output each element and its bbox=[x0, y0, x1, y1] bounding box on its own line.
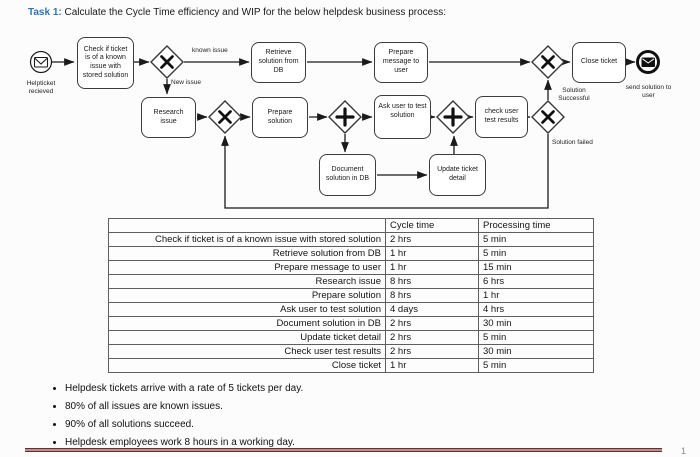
task-ask-user-test: Ask user to test solution bbox=[374, 95, 431, 139]
assumption-known-issues: 80% of all issues are known issues. bbox=[65, 398, 625, 416]
table-cell-cycle-time: 8 hrs bbox=[385, 274, 479, 289]
table-cell-task: Prepare solution bbox=[108, 288, 386, 303]
edge-label-known-issue: known issue bbox=[192, 47, 228, 54]
task-check-test-results: check user test results bbox=[475, 96, 528, 138]
assumption-success-rate: 90% of all solutions succeed. bbox=[65, 416, 625, 434]
table-cell-task: Research issue bbox=[108, 274, 386, 289]
assumption-working-hours: Helpdesk employees work 8 hours in a wor… bbox=[65, 434, 625, 452]
assumption-arrival-rate: Helpdesk tickets arrive with a rate of 5… bbox=[65, 380, 625, 398]
flow-arrow-loopback bbox=[221, 134, 549, 209]
task-document-solution: Document solution in DB bbox=[319, 154, 376, 196]
edge-label-new-issue: New issue bbox=[171, 79, 201, 86]
task-prepare-message: Prepare message to user bbox=[374, 42, 428, 83]
table-header-row: Cycle time Processing time bbox=[108, 218, 594, 233]
task-update-ticket: Update ticket detail bbox=[429, 154, 486, 196]
table-cell-cycle-time: 4 days bbox=[385, 302, 479, 317]
task-retrieve-solution: Retrieve solution from DB bbox=[251, 42, 306, 83]
table-cell-cycle-time: 2 hrs bbox=[385, 316, 479, 331]
table-header-processing-time: Processing time bbox=[478, 218, 594, 233]
table-cell-processing-time: 4 hrs bbox=[478, 302, 594, 317]
xor-gateway-known-issue-icon bbox=[150, 45, 184, 79]
task-prepare-solution: Prepare solution bbox=[252, 97, 308, 138]
table-cell-processing-time: 30 min bbox=[478, 316, 594, 331]
table-cell-cycle-time: 2 hrs bbox=[385, 344, 479, 359]
task-research-issue: Research issue bbox=[141, 97, 196, 138]
table-cell-cycle-time: 1 hr bbox=[385, 246, 479, 261]
end-event-label: send solution to user bbox=[625, 84, 672, 100]
table-cell-cycle-time: 2 hrs bbox=[385, 232, 479, 247]
task-title: Task 1: Calculate the Cycle Time efficie… bbox=[28, 7, 446, 18]
table-cell-processing-time: 15 min bbox=[478, 260, 594, 275]
table-header-cycle-time: Cycle time bbox=[385, 218, 479, 233]
table-cell-task: Prepare message to user bbox=[108, 260, 386, 275]
table-cell-processing-time: 30 min bbox=[478, 344, 594, 359]
table-cell-cycle-time: 1 hr bbox=[385, 358, 479, 373]
table-cell-cycle-time: 1 hr bbox=[385, 260, 479, 275]
table-cell-processing-time: 5 min bbox=[478, 330, 594, 345]
process-table-body: Check if ticket is of a known issue with… bbox=[108, 232, 594, 373]
edge-label-solution-failed: Solution failed bbox=[552, 139, 593, 146]
table-cell-processing-time: 5 min bbox=[478, 358, 594, 373]
and-gateway-split-icon bbox=[328, 100, 362, 134]
table-cell-processing-time: 5 min bbox=[478, 246, 594, 261]
sequence-flows bbox=[52, 58, 636, 209]
task-title-label: Task 1: bbox=[28, 7, 62, 18]
table-cell-task: Update ticket detail bbox=[108, 330, 386, 345]
table-row: Check if ticket is of a known issue with… bbox=[108, 232, 594, 247]
and-gateway-join-icon bbox=[436, 100, 470, 134]
table-cell-task: Retrieve solution from DB bbox=[108, 246, 386, 261]
table-cell-task: Check user test results bbox=[108, 344, 386, 359]
table-cell-cycle-time: 2 hrs bbox=[385, 330, 479, 345]
task-title-text: Calculate the Cycle Time efficiency and … bbox=[61, 7, 447, 18]
table-cell-processing-time: 5 min bbox=[478, 232, 594, 247]
table-cell-cycle-time: 8 hrs bbox=[385, 288, 479, 303]
footer-divider bbox=[25, 448, 662, 452]
cycle-time-table: Cycle time Processing time Check if tick… bbox=[108, 218, 594, 373]
table-cell-processing-time: 6 hrs bbox=[478, 274, 594, 289]
start-event-label: Helpticket recieved bbox=[26, 80, 56, 96]
edge-label-solution-successful: Solution Successful bbox=[558, 87, 590, 103]
table-cell-processing-time: 1 hr bbox=[478, 288, 594, 303]
task-check-ticket: Check if ticket is of a known issue with… bbox=[77, 37, 134, 89]
assumptions-list: Helpdesk tickets arrive with a rate of 5… bbox=[44, 380, 625, 452]
page-number: 1 bbox=[681, 446, 687, 456]
table-header-task bbox=[108, 218, 386, 233]
xor-gateway-merge-icon bbox=[208, 100, 242, 134]
end-event-icon bbox=[636, 50, 660, 74]
table-cell-task: Check if ticket is of a known issue with… bbox=[108, 232, 386, 247]
task-close-ticket: Close ticket bbox=[572, 42, 626, 83]
xor-gateway-solution-check-icon bbox=[531, 100, 565, 134]
table-cell-task: Document solution in DB bbox=[108, 316, 386, 331]
table-cell-task: Ask user to test solution bbox=[108, 302, 386, 317]
start-event-icon bbox=[29, 50, 53, 74]
table-cell-task: Close ticket bbox=[108, 358, 386, 373]
xor-gateway-final-merge-icon bbox=[531, 45, 565, 79]
